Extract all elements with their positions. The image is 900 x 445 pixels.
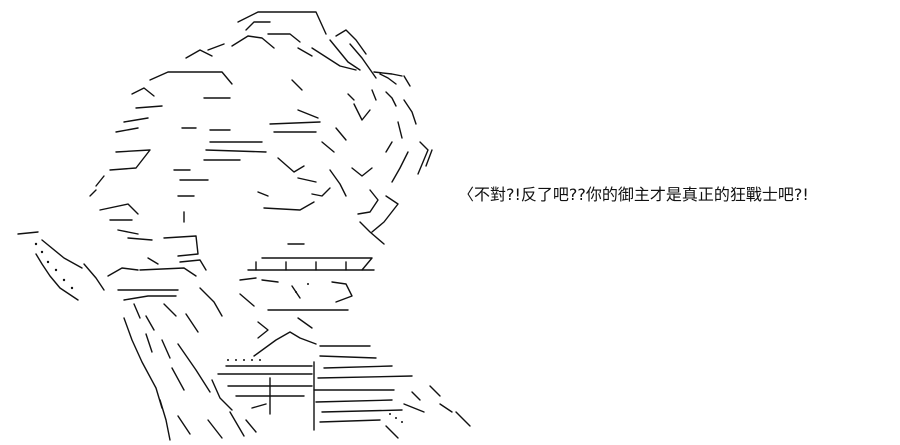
dialogue-text: 〈不對?!反了吧??你的御主才是真正的狂戰士吧?! [458,185,809,204]
